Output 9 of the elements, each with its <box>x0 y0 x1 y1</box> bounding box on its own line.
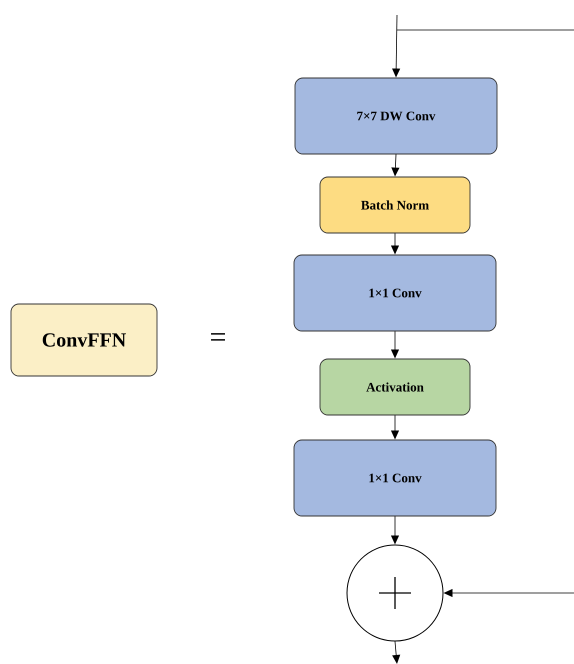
conv-box: 1×1 Conv <box>294 440 496 516</box>
equals-sign: = <box>211 333 225 341</box>
conv-box: 1×1 Conv <box>294 254 496 332</box>
adder-circle <box>346 544 444 642</box>
module-box: ConvFFN <box>10 304 158 376</box>
conv-box: 7×7 DW Conv <box>294 78 498 154</box>
activation-box: Activation <box>320 358 470 416</box>
arrow <box>396 30 574 598</box>
norm-box: Batch Norm <box>320 176 470 234</box>
